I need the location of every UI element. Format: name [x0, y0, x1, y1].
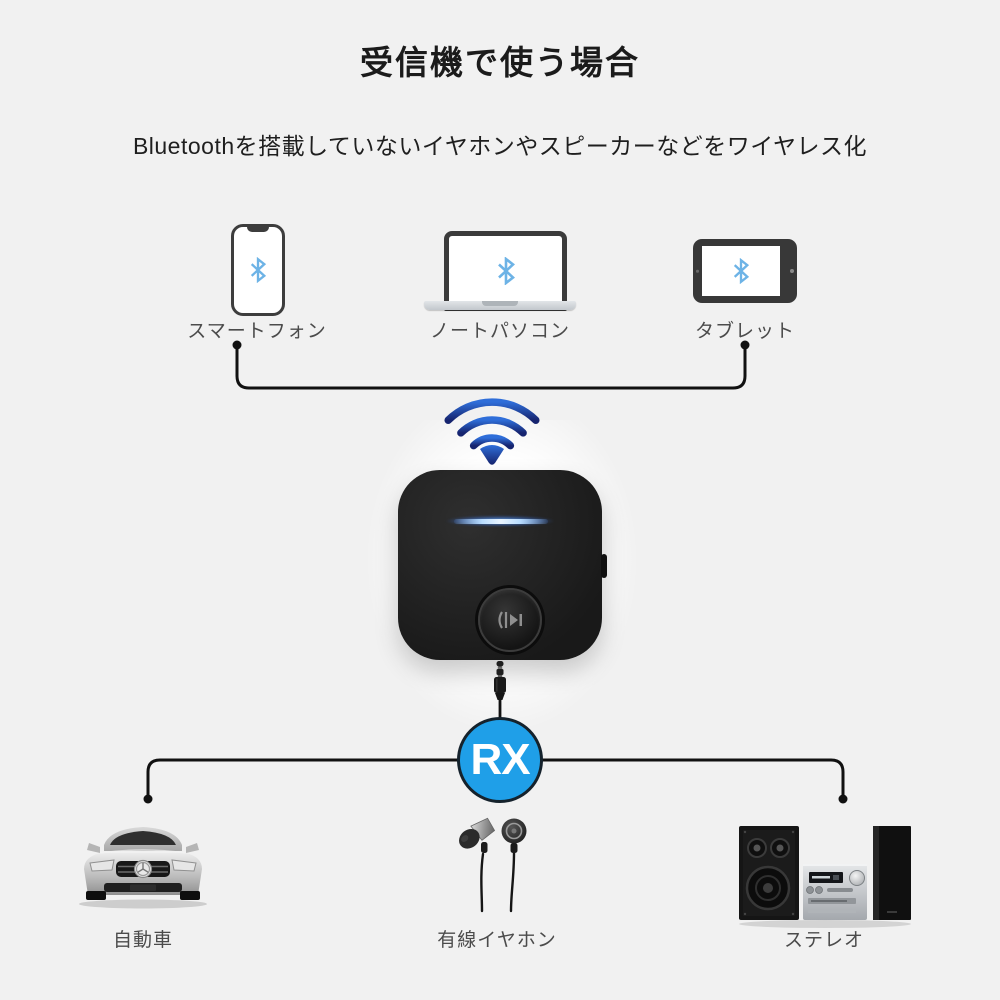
page-title: 受信機で使う場合 — [360, 44, 640, 81]
wired-earphones-icon — [459, 817, 527, 913]
laptop-base-notch — [482, 301, 518, 306]
audio-jack-plug-icon — [494, 661, 506, 718]
bluetooth-icon — [497, 257, 515, 285]
label-laptop: ノートパソコン — [429, 321, 570, 342]
device-side-switch — [601, 554, 607, 578]
tablet-home-button — [789, 269, 794, 273]
stereo-system-icon — [739, 826, 911, 928]
top-connector-line — [235, 346, 747, 390]
bluetooth-icon — [250, 257, 267, 283]
laptop-base — [424, 301, 576, 310]
play-pause-glyph — [498, 611, 522, 629]
page-subtitle: Bluetoothを搭載していないイヤホンやスピーカーなどをワイヤレス化 — [132, 133, 868, 159]
bottom-connector-dot-left — [143, 794, 153, 804]
top-connector-dot-right — [740, 340, 750, 350]
led-indicator-core — [454, 519, 548, 524]
label-smartphone: スマートフォン — [187, 321, 327, 342]
tablet-camera-dot — [696, 269, 699, 273]
label-earphones: 有線イヤホン — [437, 930, 557, 951]
top-connector-dot-left — [232, 340, 242, 350]
bluetooth-receiver-device — [398, 470, 607, 660]
phone-notch — [247, 226, 269, 232]
rx-mode-label: RX — [470, 735, 530, 784]
tablet-screen — [702, 246, 780, 296]
laptop-icon — [444, 231, 567, 311]
label-car: 自動車 — [112, 930, 173, 951]
smartphone-icon — [231, 224, 285, 316]
wifi-signal-icon — [444, 398, 540, 465]
label-stereo: ステレオ — [783, 930, 864, 951]
tablet-icon — [693, 239, 797, 303]
bottom-connector-dot-right — [838, 794, 848, 804]
car-icon — [79, 827, 207, 909]
play-pause-button-icon — [478, 588, 542, 652]
label-tablet: タブレット — [694, 321, 795, 342]
rx-mode-badge: RX — [457, 717, 543, 803]
bluetooth-icon — [733, 258, 750, 284]
